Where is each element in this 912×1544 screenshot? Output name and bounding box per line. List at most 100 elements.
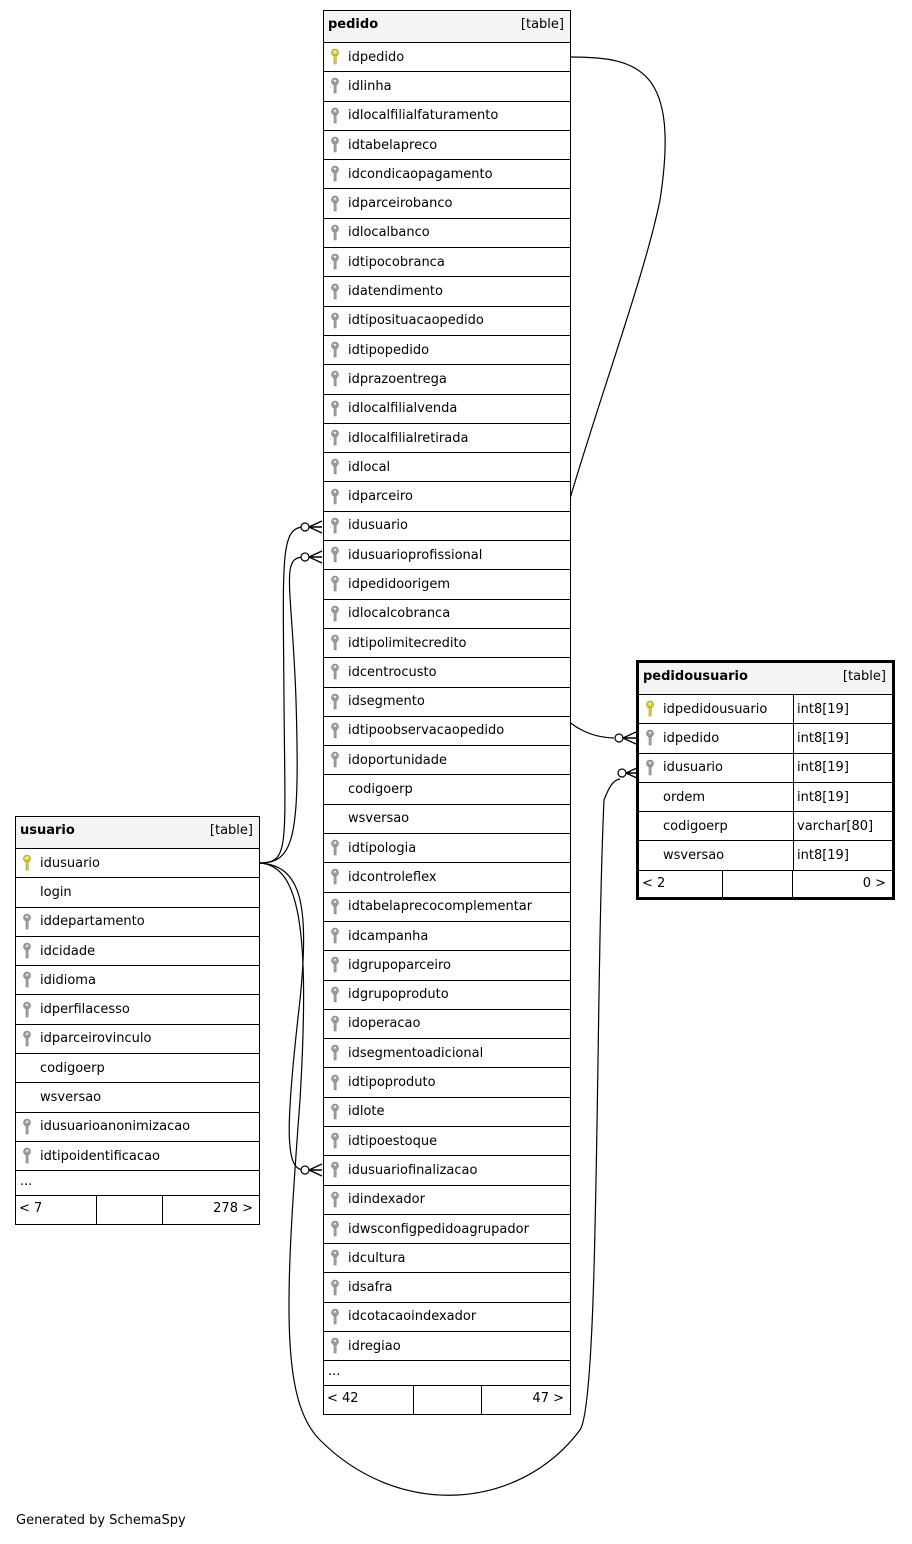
- children-count[interactable]: 0 >: [862, 875, 886, 891]
- column-row-idsafra[interactable]: idsafra: [324, 1273, 570, 1303]
- column-row-idcidade[interactable]: idcidade: [16, 937, 259, 967]
- column-row-wsversao[interactable]: wsversao: [16, 1083, 259, 1113]
- foreign-key-icon: [330, 1220, 348, 1238]
- column-row-idsegmento[interactable]: idsegmento: [324, 688, 570, 717]
- edge-usuario-pedido-idusuarioprofissional: [259, 556, 305, 864]
- column-name: idlocalfilialvenda: [348, 401, 458, 417]
- column-row-idtipoidentificacao[interactable]: idtipoidentificacao: [16, 1142, 259, 1172]
- column-row-idparceiro[interactable]: idparceiro: [324, 482, 570, 512]
- column-row-idoportunidade[interactable]: idoportunidade: [324, 746, 570, 776]
- column-row-idlinha[interactable]: idlinha: [324, 72, 570, 102]
- column-name: idparceirovinculo: [40, 1031, 152, 1047]
- column-name: login: [40, 884, 72, 900]
- column-row-ididioma[interactable]: ididioma: [16, 966, 259, 996]
- column-name: idgrupoparceiro: [348, 957, 451, 973]
- column-row-idcondicaopagamento[interactable]: idcondicaopagamento: [324, 160, 570, 190]
- foreign-key-icon: [22, 1030, 40, 1048]
- column-row-idpedidousuario[interactable]: idpedidousuario int8[19]: [639, 695, 892, 725]
- column-name: idlocal: [348, 459, 391, 475]
- column-row-idcultura[interactable]: idcultura: [324, 1244, 570, 1274]
- column-row-idsegmentoadicional[interactable]: idsegmentoadicional: [324, 1039, 570, 1069]
- column-row-idatendimento[interactable]: idatendimento: [324, 277, 570, 307]
- column-row-login[interactable]: login: [16, 878, 259, 908]
- column-name: idsegmentoadicional: [348, 1045, 484, 1061]
- column-row-idgrupoproduto[interactable]: idgrupoproduto: [324, 981, 570, 1010]
- foreign-key-icon: [330, 898, 348, 916]
- column-name: iddepartamento: [40, 914, 145, 930]
- column-row-idtipoobservacaopedido[interactable]: idtipoobservacaopedido: [324, 717, 570, 747]
- column-row-idtabelaprecocomplementar[interactable]: idtabelaprecocomplementar: [324, 893, 570, 922]
- column-row-idcotacaoindexador[interactable]: idcotacaoindexador: [324, 1303, 570, 1333]
- table-footer: < 2 0 >: [639, 870, 892, 897]
- column-row-idcontroleflex[interactable]: idcontroleflex: [324, 863, 570, 893]
- column-row-idpedidoorigem[interactable]: idpedidoorigem: [324, 570, 570, 600]
- column-row-idtipopedido[interactable]: idtipopedido: [324, 336, 570, 366]
- foreign-key-icon: [330, 1044, 348, 1062]
- foreign-key-icon: [330, 253, 348, 271]
- children-count[interactable]: 47 >: [532, 1391, 564, 1407]
- column-row-idlocal[interactable]: idlocal: [324, 453, 570, 483]
- column-row-idlocalfilialretirada[interactable]: idlocalfilialretirada: [324, 424, 570, 454]
- column-name: idtipocobranca: [348, 254, 445, 270]
- column-type: int8[19]: [793, 695, 849, 724]
- parents-count[interactable]: < 2: [639, 870, 723, 897]
- column-row-idcampanha[interactable]: idcampanha: [324, 922, 570, 952]
- edge-usuario-pedido-idusuario: [259, 526, 305, 864]
- column-row-idtipoproduto[interactable]: idtipoproduto: [324, 1068, 570, 1098]
- column-row-idtipocobranca[interactable]: idtipocobranca: [324, 248, 570, 278]
- parents-count[interactable]: < 7: [16, 1196, 97, 1225]
- column-row-idwsconfigpedidoagrupador[interactable]: idwsconfigpedidoagrupador: [324, 1215, 570, 1245]
- column-row-idusuarioanonimizacao[interactable]: idusuarioanonimizacao: [16, 1113, 259, 1142]
- column-row-idlote[interactable]: idlote: [324, 1098, 570, 1127]
- column-name: idtabelapreco: [348, 137, 438, 153]
- column-name: idlocalfilialfaturamento: [348, 108, 499, 124]
- column-row-idregiao[interactable]: idregiao: [324, 1332, 570, 1362]
- column-row-idparceirobanco[interactable]: idparceirobanco: [324, 189, 570, 219]
- column-type: int8[19]: [793, 724, 849, 753]
- column-row-idtiposituacaopedido[interactable]: idtiposituacaopedido: [324, 307, 570, 336]
- column-row-idusuario[interactable]: idusuario: [324, 512, 570, 542]
- column-row-wsversao[interactable]: wsversao: [324, 805, 570, 835]
- column-row-idcentrocusto[interactable]: idcentrocusto: [324, 658, 570, 688]
- column-row-idprazoentrega[interactable]: idprazoentrega: [324, 365, 570, 395]
- table-footer: < 42 47 >: [324, 1386, 570, 1415]
- column-name: idpedido: [663, 730, 720, 746]
- column-row-idtipologia[interactable]: idtipologia: [324, 834, 570, 864]
- column-row-idlocalcobranca[interactable]: idlocalcobranca: [324, 600, 570, 629]
- column-name: codigoerp: [348, 782, 413, 798]
- column-row-codigoerp[interactable]: codigoerp: [16, 1054, 259, 1084]
- column-row-iddepartamento[interactable]: iddepartamento: [16, 908, 259, 937]
- column-row-idperfilacesso[interactable]: idperfilacesso: [16, 995, 259, 1025]
- column-row-idtipolimitecredito[interactable]: idtipolimitecredito: [324, 629, 570, 659]
- children-count[interactable]: 278 >: [213, 1201, 253, 1217]
- column-name: idparceirobanco: [348, 196, 453, 212]
- column-name: idlocalbanco: [348, 225, 430, 241]
- column-row-idpedido[interactable]: idpedido int8[19]: [639, 724, 892, 754]
- column-row-idtipoestoque[interactable]: idtipoestoque: [324, 1127, 570, 1157]
- column-name: idpedidousuario: [663, 701, 768, 717]
- column-row-idlocalbanco[interactable]: idlocalbanco: [324, 219, 570, 249]
- column-row-idpedido[interactable]: idpedido: [324, 43, 570, 73]
- parents-count[interactable]: < 42: [324, 1386, 414, 1415]
- column-row-idlocalfilialvenda[interactable]: idlocalfilialvenda: [324, 395, 570, 424]
- column-row-idgrupoparceiro[interactable]: idgrupoparceiro: [324, 951, 570, 981]
- column-row-idusuario[interactable]: idusuario: [16, 849, 259, 879]
- column-row-idindexador[interactable]: idindexador: [324, 1186, 570, 1215]
- column-row-idtabelapreco[interactable]: idtabelapreco: [324, 131, 570, 161]
- column-row-idparceirovinculo[interactable]: idparceirovinculo: [16, 1025, 259, 1055]
- column-row-idoperacao[interactable]: idoperacao: [324, 1010, 570, 1040]
- column-row-codigoerp[interactable]: codigoerp: [324, 775, 570, 805]
- column-row-idlocalfilialfaturamento[interactable]: idlocalfilialfaturamento: [324, 102, 570, 131]
- column-row-idusuarioprofissional[interactable]: idusuarioprofissional: [324, 541, 570, 571]
- foreign-key-icon: [330, 1015, 348, 1033]
- column-row-idusuariofinalizacao[interactable]: idusuariofinalizacao: [324, 1156, 570, 1186]
